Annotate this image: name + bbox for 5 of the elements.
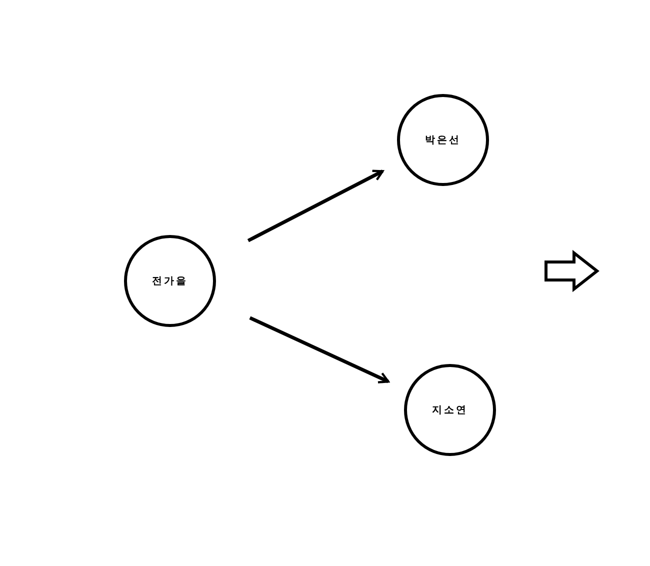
person-circle: 전가을	[124, 235, 216, 327]
person-circle: 박은선	[397, 94, 489, 186]
arrow	[249, 316, 390, 384]
arrow	[247, 170, 384, 242]
person-circle: 지소연	[404, 364, 496, 456]
